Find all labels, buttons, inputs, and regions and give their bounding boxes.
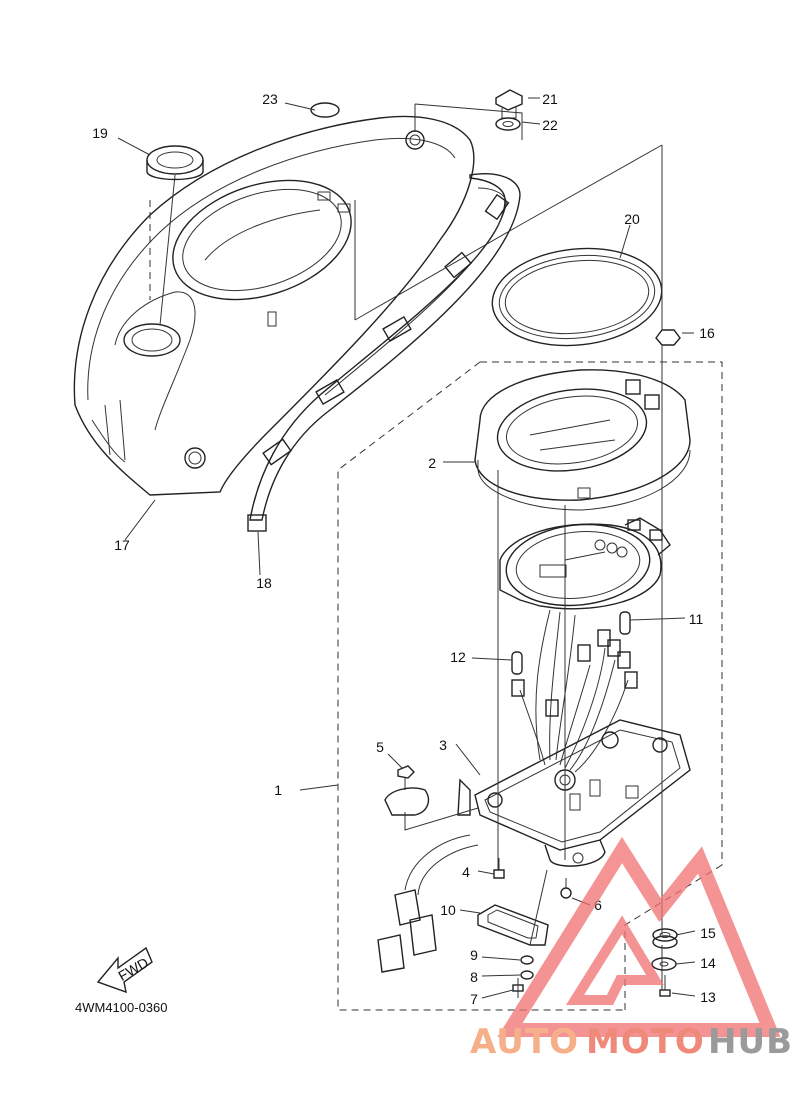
callout-22: 22 — [542, 117, 558, 133]
callout-19: 19 — [92, 125, 108, 141]
watermark-part-1: AUTO — [470, 1022, 579, 1062]
callout-8: 8 — [470, 969, 478, 985]
callout-9: 9 — [470, 947, 478, 963]
callout-23: 23 — [262, 91, 278, 107]
screw-4 — [493, 858, 505, 879]
callout-16: 16 — [699, 325, 715, 341]
callout-6: 6 — [594, 897, 602, 913]
bulb-sockets — [511, 609, 638, 773]
callout-1: 1 — [274, 782, 282, 798]
bolt-13 — [659, 975, 671, 997]
washer-9 — [520, 955, 534, 965]
callout-13: 13 — [700, 989, 716, 1005]
lens-ring-20 — [491, 247, 663, 347]
fwd-label: FWD — [115, 954, 151, 984]
watermark-part-3: HUB — [708, 1022, 793, 1062]
watermark-part-2: MOTO — [586, 1022, 705, 1062]
callout-20: 20 — [624, 211, 640, 227]
wire-harness — [377, 778, 479, 973]
washer-8 — [520, 970, 534, 980]
clamp-5 — [384, 765, 430, 816]
washer-22 — [495, 117, 521, 131]
callout-10: 10 — [440, 902, 456, 918]
meter-dial-assembly — [499, 517, 671, 610]
bolt-21 — [495, 89, 523, 119]
meter-case-upper-2 — [474, 369, 691, 511]
damper-15 — [652, 928, 678, 949]
callout-11: 11 — [689, 611, 704, 627]
callout-2: 2 — [428, 455, 436, 471]
screw-6 — [560, 878, 572, 899]
seal-23 — [310, 102, 340, 118]
callout-7: 7 — [470, 991, 478, 1007]
watermark-text: AUTO MOTO HUB — [470, 1022, 793, 1062]
grommet-19 — [146, 145, 204, 181]
diagram-code: 4WM4100-0360 — [75, 1000, 168, 1015]
callout-5: 5 — [376, 739, 384, 755]
callout-21: 21 — [542, 91, 558, 107]
callout-17: 17 — [114, 537, 130, 553]
meter-cover-rim-18 — [247, 173, 521, 532]
callout-4: 4 — [462, 864, 470, 880]
callout-12: 12 — [450, 649, 466, 665]
callout-18: 18 — [256, 575, 272, 591]
meter-case-lower-3 — [474, 719, 691, 867]
meter-cover-17 — [73, 115, 475, 496]
gasket-10 — [477, 904, 549, 946]
guide-lines — [149, 103, 723, 1011]
fwd-arrow-icon: FWD — [96, 946, 153, 994]
callouts: 1 2 3 4 5 6 7 8 9 10 11 12 13 14 15 16 1… — [92, 91, 716, 1007]
callout-14: 14 — [700, 955, 716, 971]
leader-lines — [117, 97, 696, 999]
callout-3: 3 — [439, 737, 447, 753]
bolt-7 — [512, 978, 524, 998]
watermark-logo-icon — [497, 836, 781, 1037]
washer-14 — [651, 957, 677, 971]
nut-16 — [655, 329, 681, 346]
callout-15: 15 — [700, 925, 716, 941]
